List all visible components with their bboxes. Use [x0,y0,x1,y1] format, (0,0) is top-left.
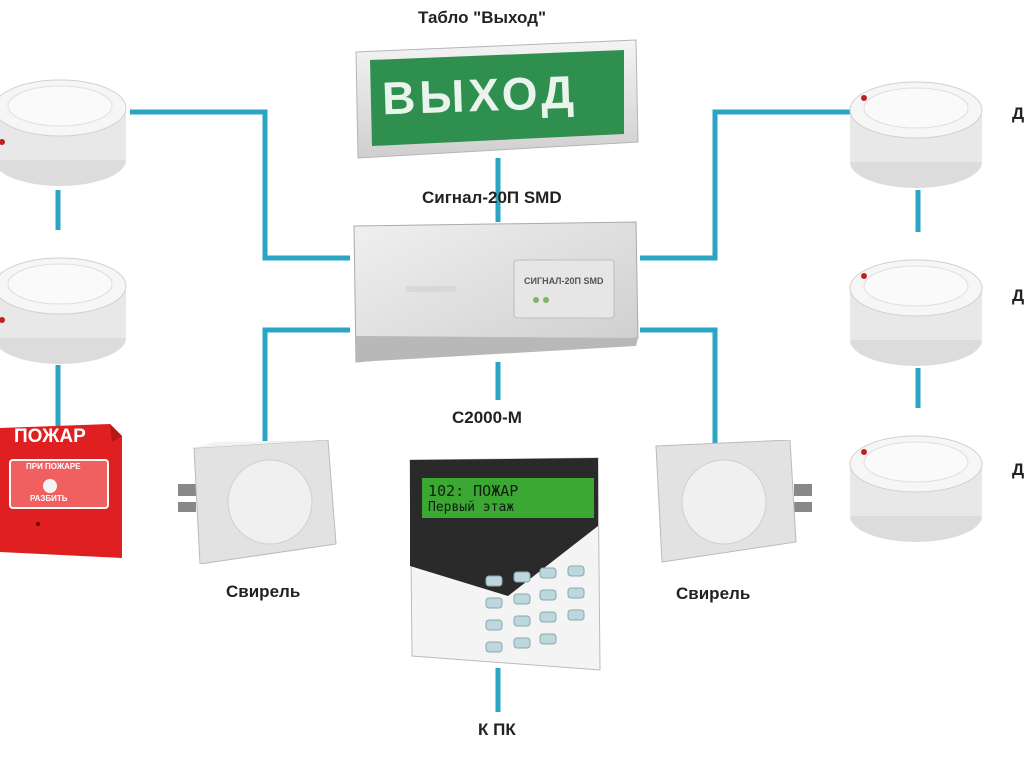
keypad-icon: 102: ПОЖАР Первый этаж [408,456,604,672]
controller-caption: Сигнал-20П SMD [422,188,562,207]
manual-call-point-icon: ПОЖАР ПРИ ПОЖАРЕ РАЗБИТЬ [0,424,124,558]
right-detector-label-1: Д [1012,104,1024,123]
pc-caption: К ПК [478,720,516,739]
exit-sign-icon: ВЫХОД [352,38,642,160]
siren-right-caption: Свирель [676,584,751,603]
wire-siren-right [640,327,718,445]
call-point-instruction-1: ПРИ ПОЖАРЕ [26,462,81,471]
keypad-display-line-1: 102: ПОЖАР [428,482,519,500]
siren-left-caption: Свирель [226,582,301,601]
smoke-detector-icon [0,48,130,188]
right-detector-label-2: Д [1012,286,1024,305]
siren-icon [652,439,812,564]
keypad-caption: С2000-М [452,408,522,427]
exit-sign-caption: Табло "Выход" [418,8,547,27]
wire-group [55,109,921,712]
smoke-detector-icon [846,404,986,544]
wire-siren-left [262,327,350,445]
keypad-display-line-2: Первый этаж [428,500,515,515]
wire-left-top [130,109,350,261]
exit-sign-text: ВЫХОД [381,65,579,125]
smoke-detector-icon [846,228,986,368]
wire-right-top [640,109,850,261]
controller-box-icon: СИГНАЛ-20П SMD [348,218,642,364]
smoke-detector-icon [846,50,986,190]
call-point-label: ПОЖАР [14,426,86,447]
smoke-detector-icon [0,226,130,366]
siren-icon [178,439,338,565]
controller-panel-text: СИГНАЛ-20П SMD [524,276,604,286]
call-point-instruction-2: РАЗБИТЬ [30,494,68,503]
right-detector-label-3: Д [1012,460,1024,479]
